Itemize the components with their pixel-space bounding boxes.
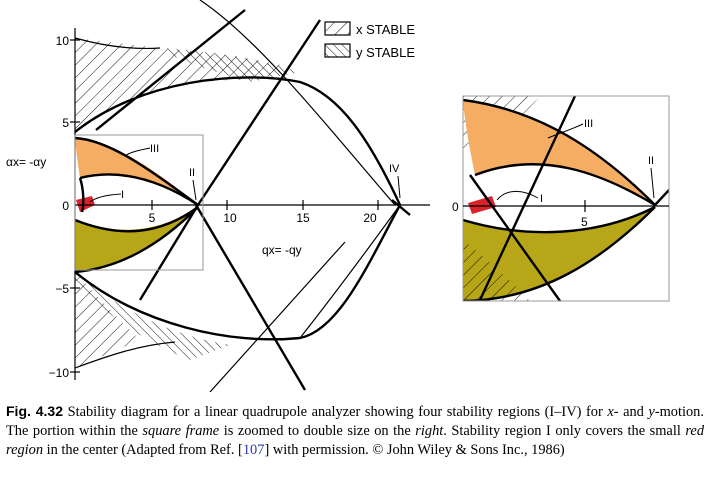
region-label-II: II bbox=[189, 167, 195, 179]
inset-zero-label: 0 bbox=[452, 200, 459, 214]
caption-red-region: red region bbox=[6, 423, 705, 458]
region-pointers bbox=[89, 147, 401, 203]
caption-text-4: is zoomed to double size on the bbox=[219, 423, 416, 439]
caption-x: x- bbox=[607, 404, 619, 420]
caption-text-5: . Stability region I only covers the sma… bbox=[443, 423, 686, 439]
inset-hatch-bottom bbox=[463, 240, 530, 301]
x-tick-10: 10 bbox=[223, 211, 237, 225]
inset-zoom: 0 5 I II III bbox=[452, 95, 670, 302]
y-stable-region-top bbox=[160, 48, 300, 82]
legend-label-y: y STABLE bbox=[356, 45, 415, 60]
y-tick-0: 0 bbox=[62, 199, 69, 213]
caption-text-6: in the center (Adapted from Ref. [ bbox=[43, 442, 243, 458]
caption-text-1: Stability diagram for a linear quadrupol… bbox=[67, 404, 608, 420]
inset-frame bbox=[462, 95, 670, 302]
inset-region-label-I: I bbox=[540, 193, 543, 205]
stability-curves-thin bbox=[74, 0, 401, 392]
stability-curves-main bbox=[74, 9, 411, 391]
olive-region-main bbox=[75, 207, 198, 272]
caption-right: right bbox=[415, 423, 444, 439]
inset-region-label-III: III bbox=[584, 118, 593, 130]
x-tick-5: 5 bbox=[149, 211, 156, 225]
legend: x STABLE y STABLE bbox=[324, 21, 415, 60]
caption-y: y bbox=[648, 404, 655, 420]
y-tick-minus5: −5 bbox=[55, 282, 69, 296]
y-tick-10: 10 bbox=[56, 34, 70, 48]
inset-x-tick-5: 5 bbox=[581, 215, 588, 229]
x-tick-15: 15 bbox=[296, 211, 310, 225]
inset-orange-region bbox=[463, 100, 655, 205]
y-tick-5: 5 bbox=[62, 116, 69, 130]
region-label-III: III bbox=[150, 143, 159, 155]
legend-label-x: x STABLE bbox=[356, 22, 415, 37]
caption-text-3: -motion. The portion within the bbox=[6, 404, 704, 439]
y-tick-minus10: −10 bbox=[49, 366, 70, 380]
caption-text-2: and bbox=[618, 404, 649, 420]
y-stable-region-bottom bbox=[75, 272, 230, 360]
reference-link-107[interactable]: 107 bbox=[242, 442, 265, 458]
stability-diagram-figure: 10 5 0 −5 −10 5 10 15 20 αx= -αy qx= -qy… bbox=[6, 0, 670, 392]
x-tick-20: 20 bbox=[363, 211, 377, 225]
caption-square-frame: square frame bbox=[142, 423, 220, 439]
caption-text-7: ] with permission. © John Wiley & Sons I… bbox=[264, 442, 565, 458]
region-label-I: I bbox=[121, 189, 124, 201]
legend-swatch-x bbox=[324, 21, 351, 36]
figure-number: Fig. 4.32 bbox=[6, 403, 63, 419]
stability-diagram-svg: 10 5 0 −5 −10 5 10 15 20 αx= -αy qx= -qy… bbox=[6, 0, 670, 392]
red-region-main bbox=[76, 196, 95, 212]
legend-swatch-y bbox=[324, 43, 351, 58]
inset-region-label-II: II bbox=[648, 155, 654, 167]
zoom-square-frame bbox=[74, 134, 204, 271]
figure-caption: Fig. 4.32 Stability diagram for a linear… bbox=[6, 402, 704, 460]
x-axis-label: qx= -qy bbox=[262, 243, 302, 257]
region-label-IV: IV bbox=[389, 163, 400, 175]
inset-curves bbox=[463, 96, 669, 301]
y-axis-label: αx= -αy bbox=[6, 155, 46, 169]
